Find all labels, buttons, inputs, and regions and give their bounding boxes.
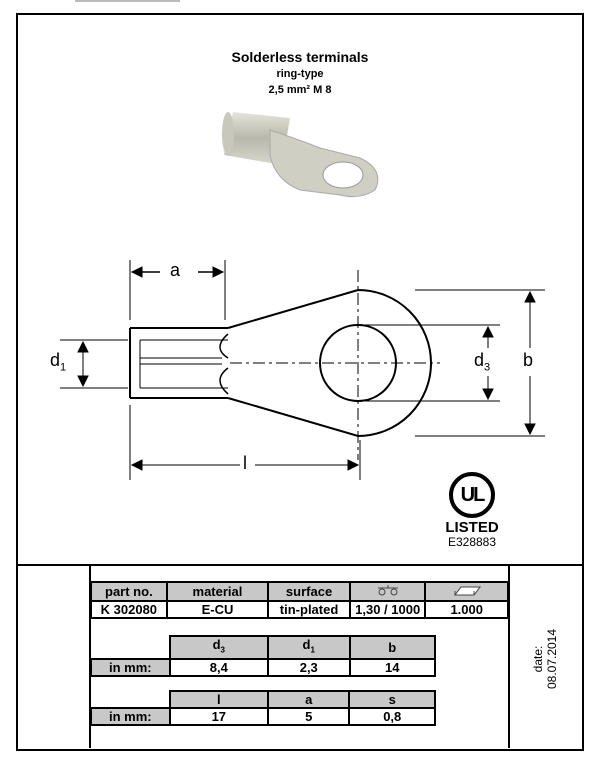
subtitle: ring-type [276, 68, 324, 80]
blank-cell [91, 636, 170, 660]
row-label: in mm: [90, 707, 171, 726]
b-value: 14 [348, 657, 437, 677]
package-icon [424, 581, 509, 602]
h-text: d [302, 637, 311, 652]
header-l: l [168, 690, 270, 709]
header-b: b [348, 635, 437, 660]
a-value: 5 [266, 707, 351, 726]
h-text: b [388, 639, 397, 655]
part-no-value: K 302080 [90, 600, 168, 619]
l-value: 17 [168, 707, 270, 726]
d3-value: 8,4 [168, 657, 270, 677]
weight-icon [348, 581, 427, 602]
surface-value: tin-plated [267, 600, 351, 619]
technical-drawing [60, 260, 545, 480]
drawing-frame [16, 13, 584, 751]
dimensions-table-1: d3 d1 b in mm: 8,4 2,3 14 [90, 635, 437, 677]
header-d1: d1 [267, 635, 351, 660]
header-material: material [165, 581, 270, 602]
h-sub: 3 [220, 645, 225, 655]
d1-sub: 1 [60, 361, 67, 374]
product-table: part no. material surface K 302080 E-CU … [90, 581, 509, 619]
material-value: E-CU [165, 600, 270, 619]
spec: 2,5 mm² M 8 [268, 84, 332, 96]
s-value: 0,8 [348, 707, 436, 726]
h-sub: 1 [310, 645, 315, 655]
ul-listed-mark: UL LISTED E328883 [440, 472, 504, 549]
divider [89, 565, 91, 748]
row-label: in mm: [90, 657, 171, 677]
dim-d3-label: d3 [474, 350, 490, 374]
d1-text: d [50, 350, 61, 370]
dim-b-label: b [523, 350, 534, 370]
header-part-no: part no. [90, 581, 168, 602]
header-s: s [348, 690, 436, 709]
date-label: date: 08.07.2014 [531, 628, 559, 690]
d3-sub: 3 [484, 361, 491, 374]
weight-value: 1,30 / 1000 [348, 600, 427, 619]
header-d3: d3 [168, 635, 270, 660]
title: Solderless terminals [231, 49, 369, 65]
divider [16, 564, 582, 566]
blank-cell [91, 691, 170, 709]
dimensions-table-2: l a s in mm: 17 5 0,8 [90, 690, 436, 726]
header-a: a [266, 690, 351, 709]
header-surface: surface [267, 581, 351, 602]
h-text: d [212, 637, 221, 652]
dim-l-label: l [243, 453, 247, 473]
dim-a-label: a [170, 260, 181, 280]
ul-number: E328883 [447, 535, 497, 549]
top-tab [75, 0, 180, 2]
d3-text: d [474, 350, 485, 370]
terminal-photo [222, 112, 379, 198]
divider [508, 565, 510, 748]
dim-d1-label: d1 [50, 350, 66, 374]
listed-text: LISTED [445, 519, 499, 536]
d1-value: 2,3 [267, 657, 351, 677]
ul-logo: UL [449, 472, 495, 518]
package-value: 1.000 [424, 600, 509, 619]
